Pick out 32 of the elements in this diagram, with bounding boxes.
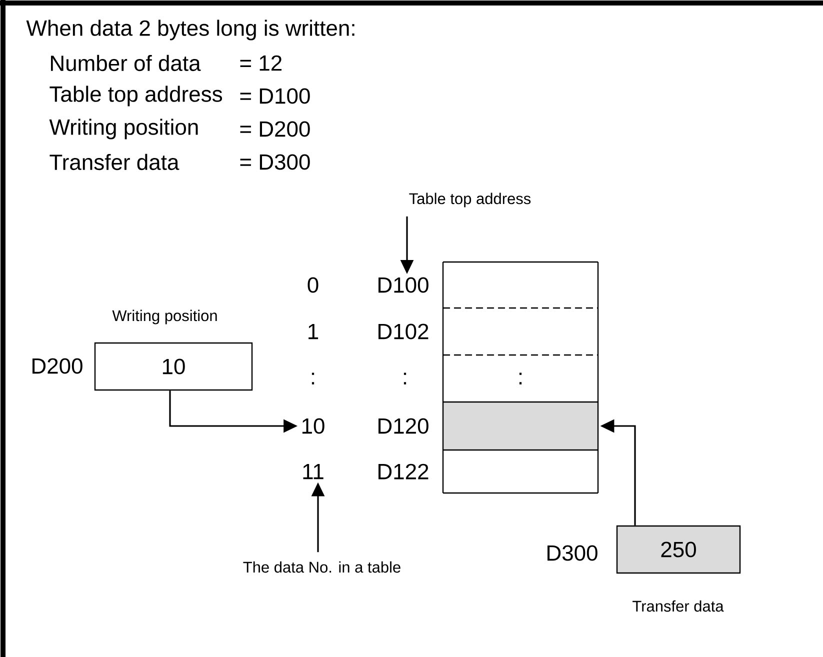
caption-text: Writing position (112, 310, 217, 324)
memory-cell: : (442, 354, 599, 402)
address-label: D120 (378, 418, 428, 434)
index-number: 10 (302, 418, 324, 434)
parameter-text: = D300 (240, 154, 310, 170)
memory-cell (442, 261, 599, 308)
caption-text: Transfer data (632, 600, 724, 612)
index-number: 11 (303, 464, 324, 480)
value-box: 10 (94, 342, 253, 391)
register-label: D200 (32, 358, 82, 374)
parameter-text: = 12 (240, 55, 282, 71)
memory-cell (442, 449, 599, 494)
parameter-text: Writing position (49, 118, 198, 140)
caption-text: The data No. in a table (243, 561, 400, 573)
parameter-text: Transfer data (50, 154, 180, 170)
address-label: D122 (378, 464, 428, 480)
parameter-text: = D200 (240, 121, 310, 137)
index-number: 0 (308, 277, 318, 293)
caption-text: Table top address (409, 192, 531, 208)
parameter-text: Table top address (50, 86, 222, 106)
index-number: : (312, 372, 314, 384)
index-number: 1 (308, 324, 318, 340)
memory-cell (442, 307, 599, 355)
parameter-text: = D100 (240, 88, 310, 104)
heading: When data 2 bytes long is written: (26, 20, 354, 40)
value-box: 250 (616, 525, 741, 574)
address-label: D102 (378, 324, 428, 340)
register-label: D300 (548, 545, 598, 561)
parameter-text: Number of data (51, 54, 201, 72)
address-label: D100 (378, 277, 428, 293)
memory-cell (442, 401, 599, 450)
address-label: : (404, 372, 406, 384)
